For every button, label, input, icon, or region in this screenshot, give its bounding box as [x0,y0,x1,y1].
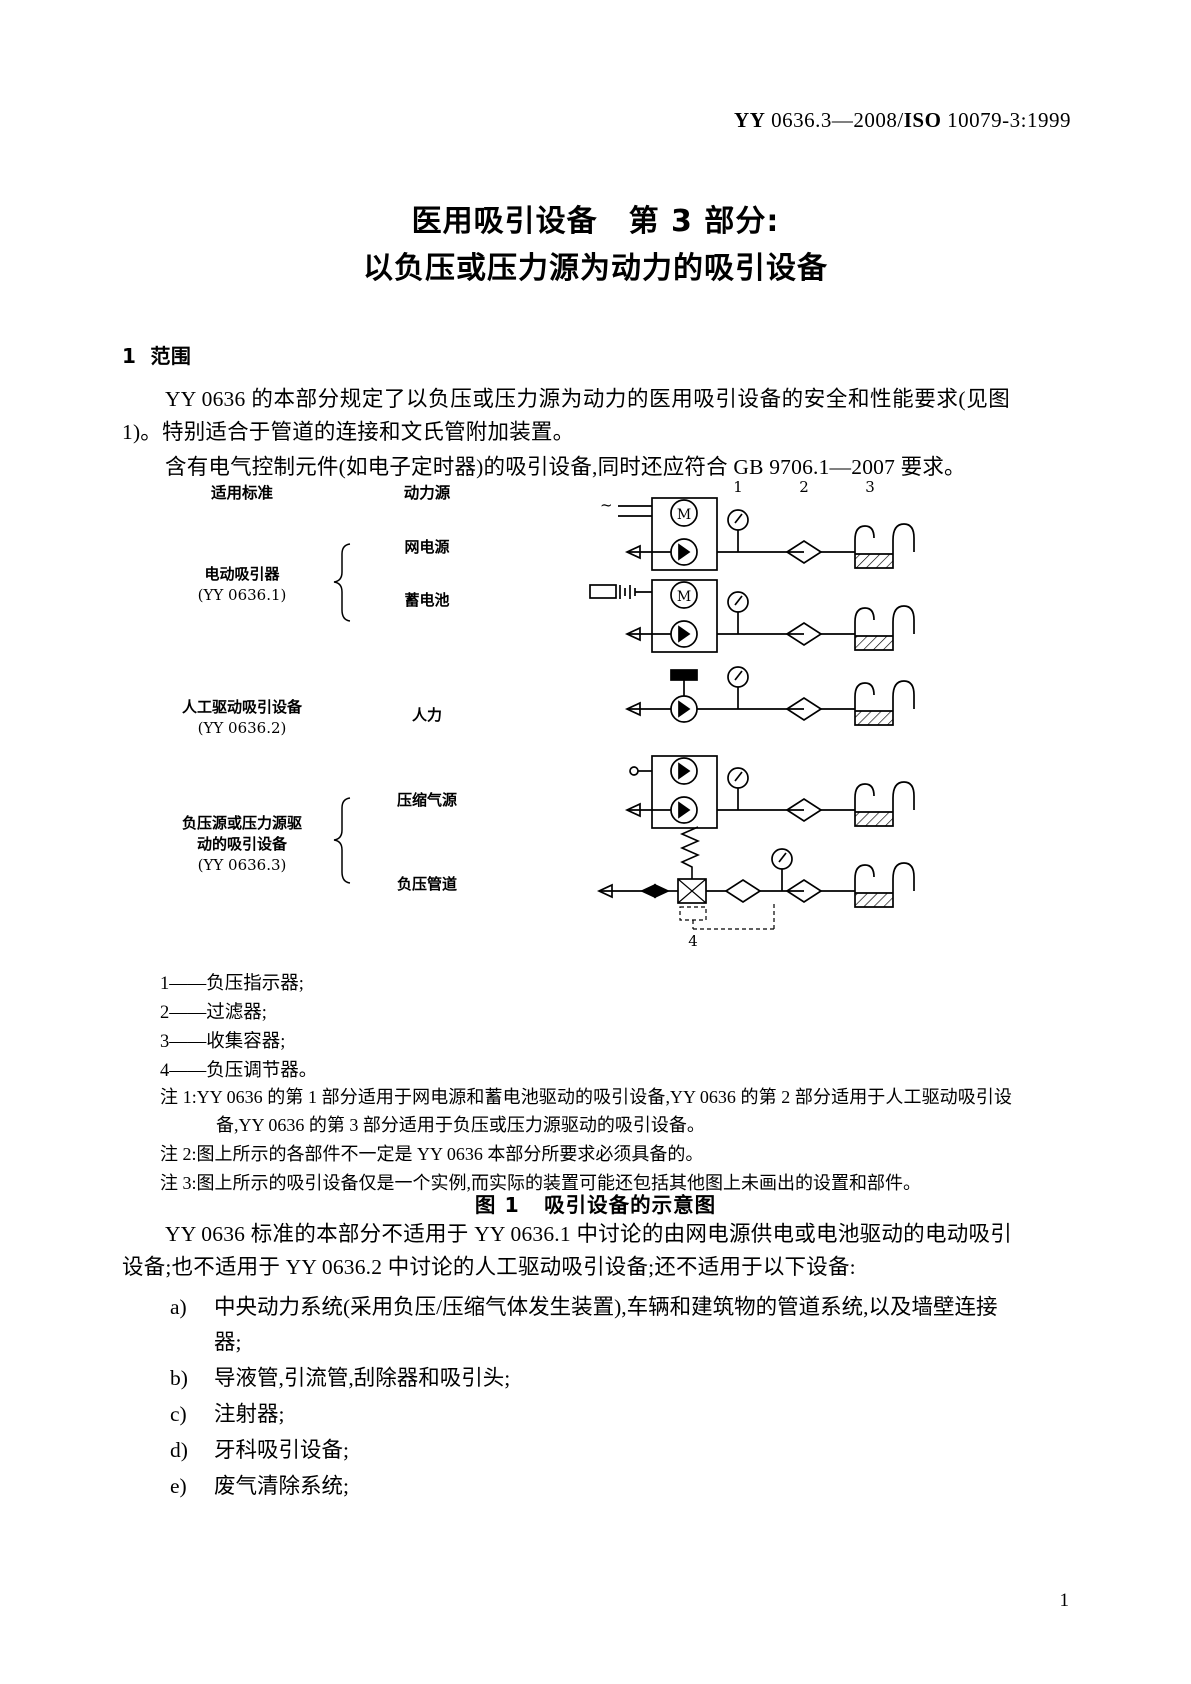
list-text-e: 废气清除系统; [214,1474,349,1498]
svg-text:压缩气源: 压缩气源 [397,791,457,809]
exclusions-paragraph: YY 0636 标准的本部分不适用于 YY 0636.1 中讨论的由网电源供电或… [122,1222,1012,1279]
svg-text:人工驱动吸引设备: 人工驱动吸引设备 [182,698,303,716]
svg-text:(YY 0636.3): (YY 0636.3) [198,856,287,874]
svg-text:1: 1 [733,480,743,496]
key-item-3: 3——收集容器; [160,1032,286,1052]
iso-prefix: ISO [903,108,942,132]
list-marker-c: c) [170,1402,187,1426]
list-text-d: 牙科吸引设备; [214,1438,349,1462]
scope-paragraph-2: 含有电气控制元件(如电子定时器)的吸引设备,同时还应符合 GB 9706.1—2… [165,455,966,479]
page-title: 医用吸引设备 第 3 部分: 以负压或压力源为动力的吸引设备 [0,198,1191,292]
standard-prefix: YY [734,108,766,132]
svg-text:适用标准: 适用标准 [211,483,274,502]
svg-text:2: 2 [799,480,809,496]
list-text-c: 注射器; [214,1402,285,1426]
svg-text:3: 3 [865,480,875,496]
list-marker-b: b) [170,1366,188,1390]
figure-key-list: 1——负压指示器; 2——过滤器; 3——收集容器; 4——负压调节器。 [160,970,1020,1086]
key-item-1: 1——负压指示器; [160,974,304,994]
iso-number: 10079-3:1999 [941,108,1071,132]
note-2-label: 注 2: [160,1144,197,1164]
figure-caption-label: 图 1 [474,1193,520,1217]
svg-text:动的吸引设备: 动的吸引设备 [197,835,288,853]
note-1-label: 注 1: [160,1087,197,1107]
running-header: YY 0636.3—2008/ISO 10079-3:1999 [734,108,1071,133]
note-3: 注 3:图上所示的吸引设备仅是一个实例,而实际的装置可能还包括其他图上未画出的设… [160,1169,1012,1197]
key-item-2: 2——过滤器; [160,1003,267,1023]
svg-text:电动吸引器: 电动吸引器 [204,565,280,583]
figure-caption-text: 吸引设备的示意图 [544,1193,717,1217]
page-number: 1 [1059,1590,1070,1611]
section-scope: 1 范围 YY 0636 的本部分规定了以负压或压力源为动力的医用吸引设备的安全和… [122,340,1010,484]
svg-text:M: M [677,589,691,605]
svg-text:负压管道: 负压管道 [397,875,457,893]
list-item: a) 中央动力系统(采用负压/压缩气体发生装置),车辆和建筑物的管道系统,以及墙壁… [122,1290,1012,1360]
svg-text:4: 4 [688,932,698,950]
list-marker-d: d) [170,1438,188,1462]
svg-text:负压源或压力源驱: 负压源或压力源驱 [182,814,302,832]
list-marker-a: a) [170,1295,187,1319]
section-heading: 1 范围 [122,340,1010,369]
list-text-b: 导液管,引流管,刮除器和吸引头; [214,1366,511,1390]
svg-text:(YY 0636.2): (YY 0636.2) [198,719,287,737]
list-item: b) 导液管,引流管,刮除器和吸引头; [122,1361,1012,1396]
exclusions-block: YY 0636 标准的本部分不适用于 YY 0636.1 中讨论的由网电源供电或… [122,1218,1012,1505]
title-line-2: 以负压或压力源为动力的吸引设备 [363,251,828,286]
svg-text:动力源: 动力源 [404,483,451,502]
svg-text:蓄电池: 蓄电池 [404,591,449,609]
note-1-text: YY 0636 的第 1 部分适用于网电源和蓄电池驱动的吸引设备,YY 0636… [196,1087,1012,1135]
note-1: 注 1:YY 0636 的第 1 部分适用于网电源和蓄电池驱动的吸引设备,YY … [160,1083,1012,1139]
figure-caption: 图 1 吸引设备的示意图 [0,1188,1191,1218]
figure-1-diagram: 适用标准 动力源 电动吸引器 (YY 0636.1) 网电源 蓄电池 1 2 3… [122,480,1022,950]
note-2: 注 2:图上所示的各部件不一定是 YY 0636 本部分所要求必须具备的。 [160,1140,1012,1168]
list-item: d) 牙科吸引设备; [122,1433,1012,1468]
svg-text:M: M [677,507,691,523]
list-item: e) 废气清除系统; [122,1469,1012,1504]
svg-text:(YY 0636.1): (YY 0636.1) [198,586,287,604]
svg-text:网电源: 网电源 [404,538,449,556]
svg-text:人力: 人力 [412,706,442,724]
section-number: 1 [122,344,137,368]
scope-paragraph-1: YY 0636 的本部分规定了以负压或压力源为动力的医用吸引设备的安全和性能要求… [122,387,1010,444]
exclusions-list: a) 中央动力系统(采用负压/压缩气体发生装置),车辆和建筑物的管道系统,以及墙壁… [122,1290,1012,1504]
section-name: 范围 [150,344,192,368]
note-3-text: 图上所示的吸引设备仅是一个实例,而实际的装置可能还包括其他图上未画出的设置和部件… [196,1173,922,1193]
standard-number: 0636.3—2008/ [765,108,904,132]
list-marker-e: e) [170,1474,187,1498]
list-text-a: 中央动力系统(采用负压/压缩气体发生装置),车辆和建筑物的管道系统,以及墙壁连接… [214,1295,998,1354]
note-3-label: 注 3: [160,1173,197,1193]
figure-notes: 注 1:YY 0636 的第 1 部分适用于网电源和蓄电池驱动的吸引设备,YY … [160,1083,1012,1198]
note-2-text: 图上所示的各部件不一定是 YY 0636 本部分所要求必须具备的。 [196,1144,704,1164]
svg-text:~: ~ [600,496,613,514]
title-line-1: 医用吸引设备 第 3 部分: [411,204,780,239]
list-item: c) 注射器; [122,1397,1012,1432]
key-item-4: 4——负压调节器。 [160,1061,318,1081]
